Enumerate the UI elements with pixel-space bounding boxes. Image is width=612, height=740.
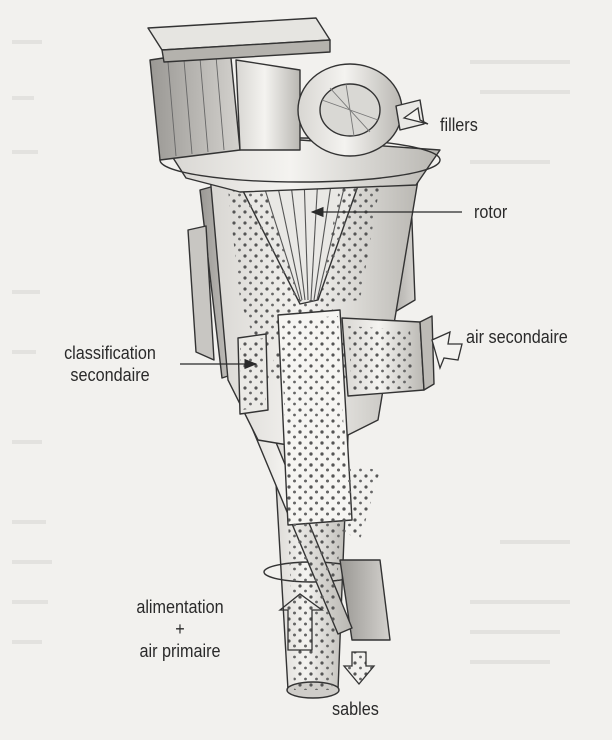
label-classification-secondaire: classification secondaire xyxy=(47,342,173,386)
label-alimentation-line3: air primaire xyxy=(117,640,243,662)
label-alimentation-air-primaire: alimentation + air primaire xyxy=(117,596,243,662)
label-classification-line2: secondaire xyxy=(47,364,173,386)
label-air-secondaire: air secondaire xyxy=(466,326,568,348)
label-alimentation-plus: + xyxy=(117,618,243,640)
label-fillers: fillers xyxy=(440,114,478,136)
label-alimentation-line1: alimentation xyxy=(117,596,243,618)
label-classification-line1: classification xyxy=(47,342,173,364)
label-rotor: rotor xyxy=(474,201,507,223)
label-sables: sables xyxy=(332,698,379,720)
